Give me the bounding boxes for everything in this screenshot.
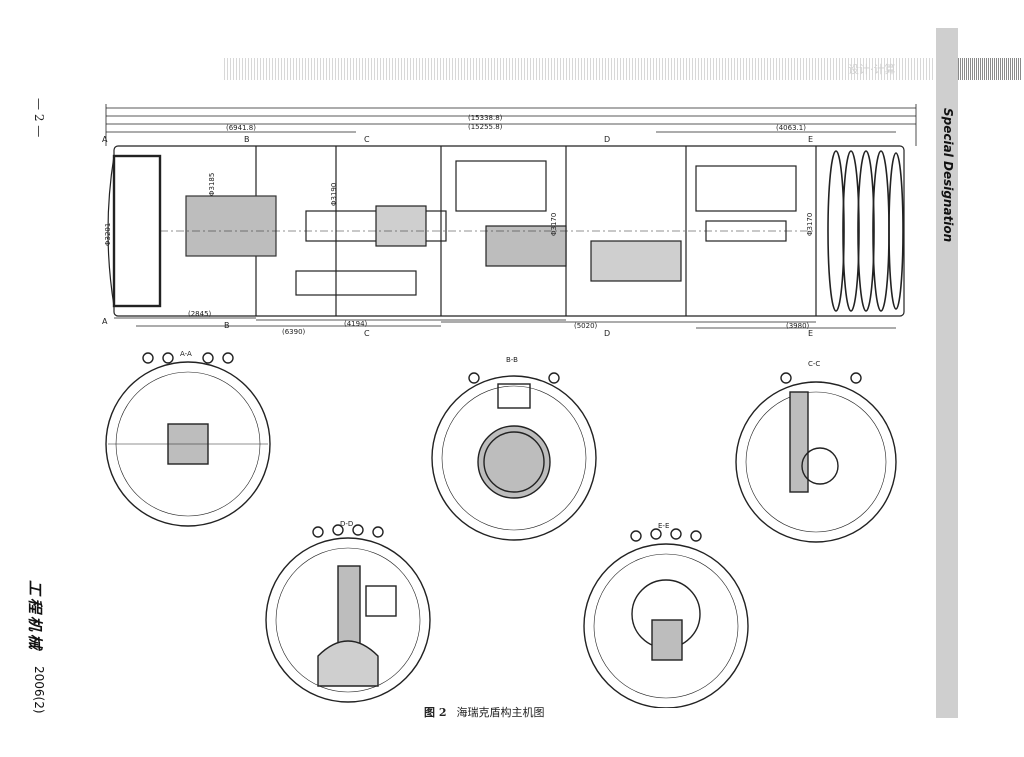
dim-vert-3: Φ3190 bbox=[330, 183, 338, 206]
journal-masthead: 工程机械 2006(2) bbox=[26, 580, 54, 720]
figure-caption-number: 图 2 bbox=[424, 706, 447, 719]
band-label-text: Special Designation bbox=[941, 108, 955, 243]
journal-issue: 2006(2) bbox=[32, 666, 46, 714]
section-title-c: C-C bbox=[808, 360, 820, 368]
section-c-c bbox=[735, 372, 897, 543]
journal-name: 工程机械 bbox=[26, 580, 44, 653]
mark-b-top: B bbox=[244, 135, 250, 144]
dim-vert-4: Φ3170 bbox=[550, 213, 558, 236]
figure-caption: 图 2 海瑞克盾构主机图 bbox=[424, 704, 544, 720]
dim-top-3: (6941.8) bbox=[226, 124, 256, 132]
page-number: — 2 — bbox=[30, 98, 50, 158]
figure-caption-text: 海瑞克盾构主机图 bbox=[456, 706, 545, 719]
dim-vert-2: Φ3185 bbox=[208, 173, 216, 196]
mark-a-top: A bbox=[102, 135, 108, 144]
mark-d-bottom: D bbox=[604, 329, 610, 338]
header-stripe-left bbox=[224, 58, 934, 80]
section-a-a bbox=[105, 352, 271, 527]
dim-bottom-5: (3980) bbox=[786, 322, 810, 330]
dim-bottom-3: (4194) bbox=[344, 320, 368, 328]
section-b-b bbox=[431, 372, 597, 541]
dim-bottom-4: (5020) bbox=[574, 322, 598, 330]
section-title-d: D-D bbox=[340, 520, 353, 528]
bottom-dimension-lines bbox=[114, 317, 896, 329]
mark-c-bottom: C bbox=[364, 329, 370, 338]
dim-vert-1: Φ3201 bbox=[104, 223, 112, 246]
mark-b-bottom: B bbox=[224, 321, 230, 330]
mark-e-bottom: E bbox=[808, 329, 813, 338]
section-title-e: E-E bbox=[658, 522, 669, 530]
band-label: Special Designation bbox=[936, 108, 958, 308]
dim-vert-5: Φ3170 bbox=[806, 213, 814, 236]
mark-d-top: D bbox=[604, 135, 610, 144]
dim-top-1: (15338.8) bbox=[468, 114, 503, 122]
section-title-a: A-A bbox=[180, 350, 192, 358]
section-e-e bbox=[583, 528, 749, 708]
longitudinal-view bbox=[107, 145, 905, 317]
mark-a-bottom: A bbox=[102, 317, 108, 326]
dim-bottom-2: (6390) bbox=[282, 328, 306, 336]
dim-top-4: (4063.1) bbox=[776, 124, 806, 132]
shield-machine-drawing: (15338.8) (15255.8) (6941.8) (4063.1) Φ3… bbox=[102, 104, 917, 708]
section-title-b: B-B bbox=[506, 356, 518, 364]
mark-c-top: C bbox=[364, 135, 370, 144]
right-margin-band bbox=[936, 28, 958, 718]
section-d-d bbox=[265, 524, 431, 703]
section-label: 设计·计算 bbox=[848, 63, 896, 76]
top-dimension-lines bbox=[105, 104, 917, 146]
mark-e-top: E bbox=[808, 135, 813, 144]
header-stripe-right bbox=[958, 58, 1022, 80]
dim-bottom-1: (2845) bbox=[188, 310, 212, 318]
dim-top-2: (15255.8) bbox=[468, 123, 503, 131]
page-number-text: — 2 — bbox=[32, 98, 46, 138]
